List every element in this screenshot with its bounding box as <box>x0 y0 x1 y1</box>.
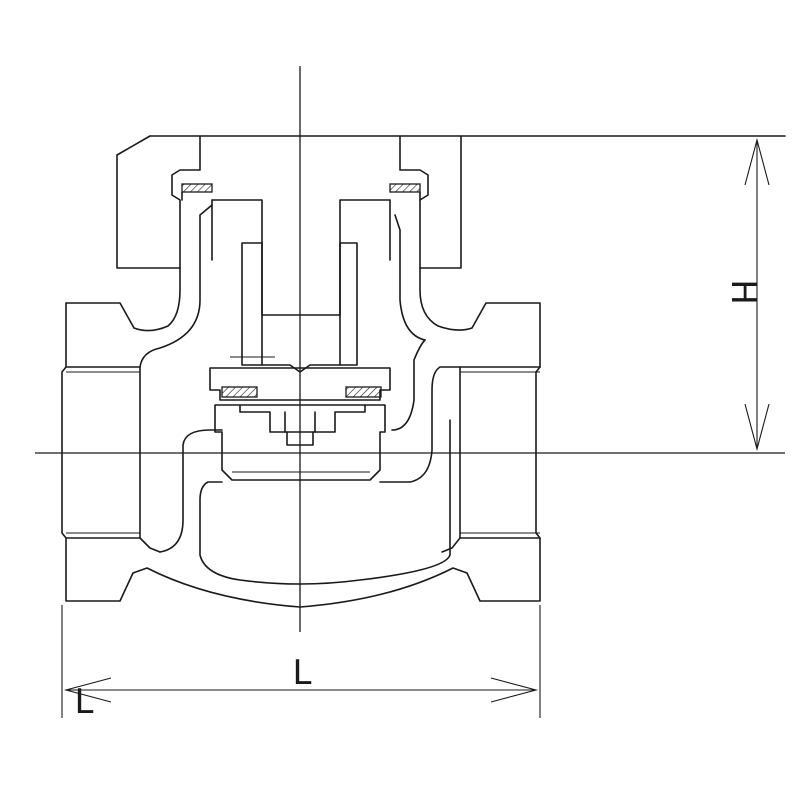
bonnet-bore <box>211 199 391 316</box>
corner-label: L <box>75 682 94 722</box>
right-disc-seal <box>345 386 382 398</box>
height-arrow-bottom <box>744 403 770 452</box>
disc <box>214 404 386 481</box>
length-label: L <box>293 653 312 693</box>
dimension-length: L L <box>61 605 541 722</box>
valve-body <box>61 267 541 608</box>
left-gasket <box>181 183 213 193</box>
disc-nut-seat <box>239 404 366 433</box>
height-arrow-top <box>744 137 770 186</box>
left-inner-wall <box>139 204 213 368</box>
right-seat-wall <box>391 339 426 431</box>
hinge-center <box>261 364 341 373</box>
length-arrow-left <box>63 677 112 703</box>
right-gasket <box>389 183 421 193</box>
gasket-edges <box>181 191 421 201</box>
dimension-height: H <box>723 137 770 452</box>
right-port-bore <box>459 366 541 539</box>
height-label: H <box>723 279 763 305</box>
body-outline <box>61 267 541 608</box>
right-passage-wall <box>379 366 461 483</box>
disc-nut <box>286 431 314 446</box>
bonnet-bore-sides <box>211 199 391 261</box>
left-disc-seal <box>221 386 258 398</box>
left-shoulder <box>139 537 161 553</box>
left-port-bore <box>65 366 141 539</box>
cap-right <box>399 135 462 269</box>
body-outline-left-neck <box>65 267 181 332</box>
cap-left <box>116 135 201 269</box>
right-inner-neck <box>394 214 426 341</box>
internal-passage <box>139 204 461 585</box>
length-arrow-right <box>490 677 539 703</box>
disc-holder <box>209 367 391 401</box>
right-shoulder <box>441 537 461 553</box>
right-hinge-arm <box>339 242 358 366</box>
center-lines <box>35 66 785 632</box>
disc-assembly <box>209 242 391 481</box>
bonnet <box>116 135 786 316</box>
left-hinge-arm <box>241 242 263 366</box>
bottom-chamber <box>199 419 451 585</box>
disc-nut-sides <box>284 411 316 433</box>
left-passage-wall <box>159 429 223 553</box>
